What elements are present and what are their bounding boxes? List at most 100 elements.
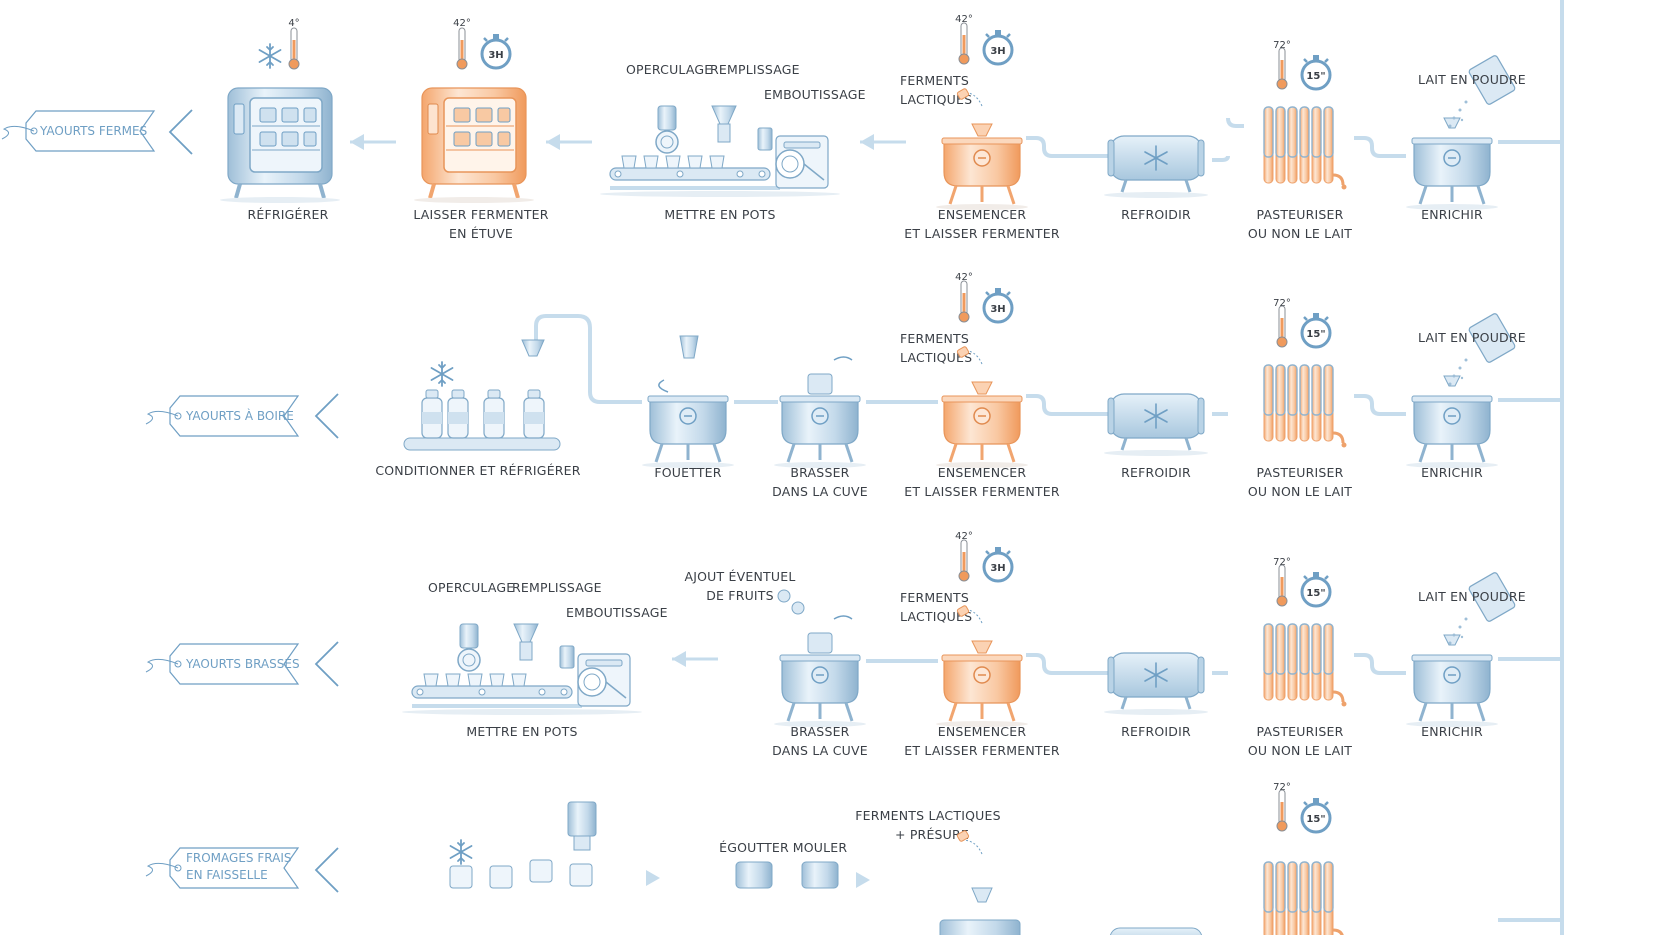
step-etuve-label-2: EN ÉTUVE (449, 226, 513, 241)
bottle-icon (447, 389, 469, 439)
cooler-icon (1102, 392, 1210, 458)
chevron-left-icon (169, 109, 193, 155)
callout-remplissage: REMPLISSAGE (710, 62, 800, 77)
callout-remplissage: REMPLISSAGE (512, 580, 602, 595)
thermometer-icon (1276, 564, 1288, 607)
bottle-icon (421, 389, 443, 439)
temp-ferment: 42° (955, 14, 973, 25)
step-enrichir-label: ENRICHIR (1421, 207, 1483, 222)
snowflake-icon (258, 43, 282, 69)
step-enrichir-label: ENRICHIR (1421, 465, 1483, 480)
timer-pasteur: 15" (1306, 71, 1325, 82)
step-refroidir-label: REFROIDIR (1121, 724, 1191, 739)
cooler-icon (1102, 134, 1210, 200)
thermometer-icon (958, 280, 970, 323)
arrow-left-icon (544, 132, 594, 152)
product-tag-yaourts-fermes: YAOURTS FERMES (39, 124, 147, 138)
step-brasser-label-2: DANS LA CUVE (772, 484, 868, 499)
timer-etuve: 3H (488, 50, 503, 61)
arrow-left-icon (858, 132, 908, 152)
fruit-icon (777, 589, 791, 603)
product-tag-yaourts-brasses: YAOURTS BRASSÉS (185, 656, 300, 671)
ferment-tank-icon (934, 639, 1030, 729)
temp-pasteur: 72° (1273, 557, 1291, 568)
funnel-icon (971, 887, 993, 903)
callout-fruits-2: DE FRUITS (706, 588, 774, 603)
ferment-tank-icon (934, 122, 1030, 212)
step-pasteuriser-label-1: PASTEURISER (1257, 207, 1344, 222)
pot-icon (449, 865, 473, 889)
row-yaourts-brasses: LAIT EN POUDRE ENRICHIR 72° 15" PASTEURI… (145, 531, 1562, 758)
timer-pasteur: 15" (1306, 814, 1325, 825)
arrow-left-icon (670, 649, 720, 669)
step-enrichir-label: ENRICHIR (1421, 724, 1483, 739)
callout-ferments-1: FERMENTS (900, 590, 969, 605)
step-fouetter-label: FOUETTER (654, 465, 721, 480)
temp-ferment: 42° (955, 531, 973, 542)
brasser-tank-icon (772, 653, 868, 729)
product-tag-yaourts-a-boire: YAOURTS À BOIRE (185, 408, 294, 423)
strainer-icon (735, 861, 773, 889)
bottle-icon (523, 389, 545, 439)
step-brasser-label-2: DANS LA CUVE (772, 743, 868, 758)
callout-fruits-1: AJOUT ÉVENTUEL (685, 569, 796, 584)
step-ensemencer-label-1: ENSEMENCER (938, 724, 1027, 739)
timer-pasteur: 15" (1306, 588, 1325, 599)
radiator-icon (1262, 363, 1348, 449)
arrow-left-icon (856, 872, 870, 888)
mixer-motor-icon (807, 632, 833, 654)
callout-emboutissage: EMBOUTISSAGE (764, 87, 866, 102)
row-yaourts-fermes: LAIT EN POUDRE ENRICHIR 72° 15" PASTEURI… (1, 14, 1562, 241)
callout-mouler: MOULER (793, 840, 848, 855)
powder-bag-icon (1447, 571, 1517, 646)
timer-ferment: 3H (990, 46, 1005, 57)
radiator-icon (1262, 105, 1348, 191)
bottle-icon (483, 389, 505, 439)
arrow-left-icon (348, 132, 398, 152)
funnel-icon (1443, 117, 1461, 129)
temp-etuve: 42° (453, 18, 471, 29)
fruit-icon (791, 601, 805, 615)
step-ensemencer-label-2: ET LAISSER FERMENTER (904, 484, 1060, 499)
filler-icon (567, 801, 597, 837)
mixer-motor-icon (807, 373, 833, 395)
thermometer-icon (958, 22, 970, 65)
callout-emboutissage: EMBOUTISSAGE (566, 605, 668, 620)
callout-ferments-2: LACTIQUES (900, 92, 972, 107)
step-pasteuriser-label-2: OU NON LE LAIT (1248, 226, 1352, 241)
thermometer-icon (1276, 305, 1288, 348)
fridge-icon (218, 86, 342, 205)
callout-lait-poudre: LAIT EN POUDRE (1418, 589, 1526, 604)
funnel-icon (1443, 375, 1461, 387)
cooler-icon (1102, 651, 1210, 717)
thermometer-icon (1276, 789, 1288, 832)
step-brasser-label-1: BRASSER (790, 724, 849, 739)
ferment-tank-icon (934, 380, 1030, 470)
timer-ferment: 3H (990, 563, 1005, 574)
step-ensemencer-label-2: ET LAISSER FERMENTER (904, 226, 1060, 241)
radiator-icon (1262, 860, 1348, 939)
thermometer-icon (958, 539, 970, 582)
step-etuve-label-1: LAISSER FERMENTER (413, 207, 548, 222)
callout-ferments-presure-2: + PRÉSURE (895, 827, 969, 842)
callout-ferments-1: FERMENTS (900, 73, 969, 88)
step-refroidir-label: REFROIDIR (1121, 465, 1191, 480)
enrichir-tank-icon (1404, 653, 1500, 729)
callout-operculage: OPERCULAGE (428, 580, 514, 595)
callout-lait-poudre: LAIT EN POUDRE (1418, 72, 1526, 87)
snowflake-icon (430, 361, 454, 387)
step-pasteuriser-label-1: PASTEURISER (1257, 724, 1344, 739)
filler-icon (521, 339, 545, 357)
powder-bag-icon (1447, 54, 1517, 129)
thermometer-icon (288, 27, 300, 70)
step-brasser-label-1: BRASSER (790, 465, 849, 480)
callout-lait-poudre: LAIT EN POUDRE (1418, 330, 1526, 345)
step-pasteuriser-label-2: OU NON LE LAIT (1248, 484, 1352, 499)
chevron-left-icon (315, 847, 339, 893)
enrichir-tank-icon (1404, 136, 1500, 212)
chevron-left-icon (315, 641, 339, 687)
callout-ferments-1: FERMENTS (900, 331, 969, 346)
brasser-tank-icon (772, 394, 868, 470)
